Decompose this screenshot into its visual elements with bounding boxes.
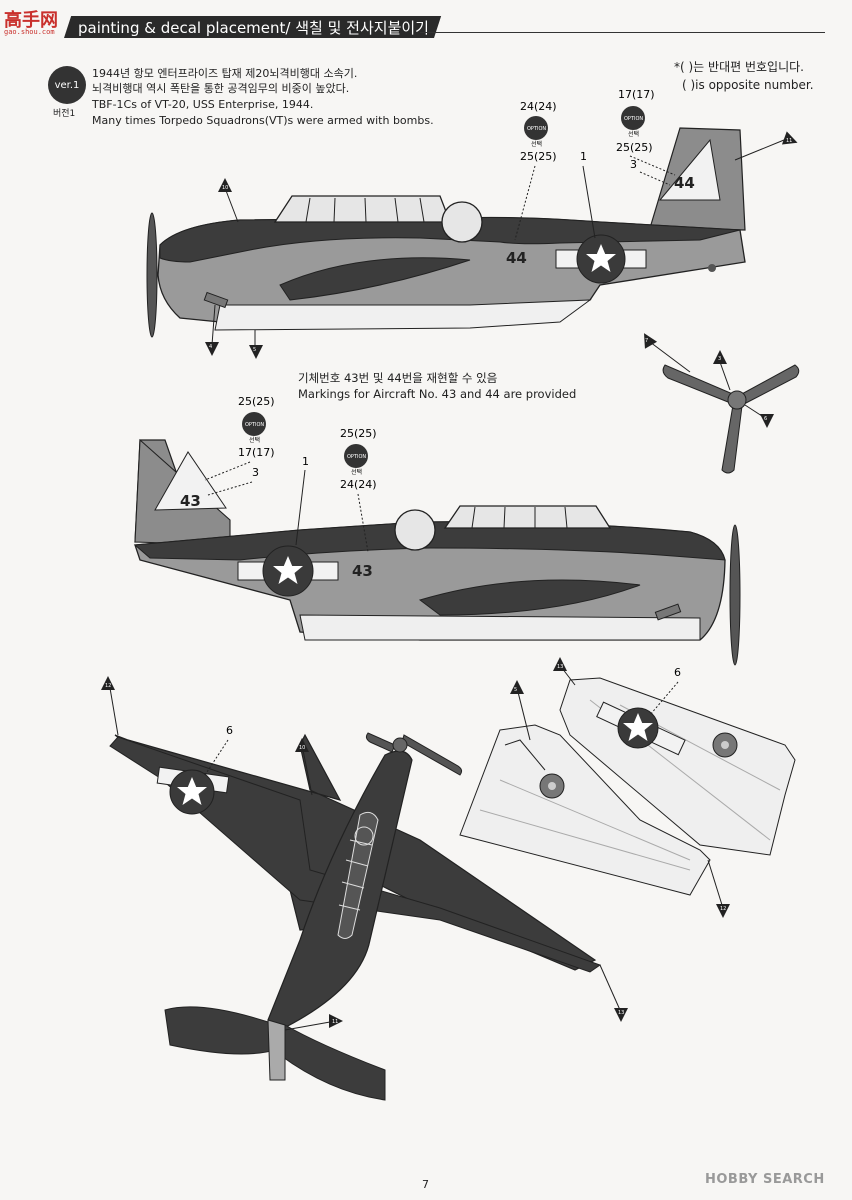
- option-badge-2: [621, 106, 645, 130]
- svg-text:선택: 선택: [249, 436, 260, 444]
- svg-text:선택: 선택: [628, 130, 639, 138]
- wing-underside-left: [459, 724, 711, 896]
- version-note-line-1: 1944년 항모 엔터프라이즈 탑재 제20뇌격비행대 소속기.: [92, 67, 358, 80]
- version-note-line-2: 뇌격비행대 역시 폭탄을 통한 공격임무의 비중이 높았다.: [92, 82, 350, 95]
- option-badge-4: [344, 444, 368, 468]
- opposite-number-note: *( )는 반대편 번호입니다. ( )is opposite number.: [674, 58, 814, 94]
- svg-text:11: 11: [332, 1019, 338, 1025]
- propeller-detail: 7 3 6: [637, 329, 800, 474]
- svg-text:3: 3: [718, 356, 721, 362]
- logo-text: 高手网: [4, 10, 58, 31]
- callout-25-mid: 25(25): [238, 395, 275, 408]
- top-callouts: 24(24) OPTION 선택 25(25) 1 17(17) OPTION …: [205, 88, 800, 359]
- top-tail-number: 44: [674, 174, 695, 192]
- wing-underside-right: [559, 677, 796, 856]
- option-badge-1: [524, 116, 548, 140]
- mid-callouts: 25(25) OPTION 선택 17(17) 3 1 25(25) OPTIO…: [204, 395, 377, 553]
- page-header: painting & decal placement/ 색칠 및 전사지붙이기: [0, 0, 852, 40]
- svg-text:11: 11: [786, 138, 792, 144]
- markings-note-line-1: 기체번호 43번 및 44번을 재현할 수 있음: [298, 371, 498, 385]
- opposite-note-line-1: *( )는 반대편 번호입니다.: [674, 60, 804, 74]
- callout-1-top: 1: [580, 150, 587, 163]
- svg-text:7: 7: [645, 338, 648, 344]
- svg-text:5: 5: [514, 687, 517, 693]
- callout-1-mid: 1: [302, 455, 309, 468]
- bottom-callouts: 12 6 10 5 13 6 12 13 11: [101, 657, 730, 1031]
- page-number: 7: [422, 1178, 429, 1191]
- aircraft-side-view-43: 43 43: [133, 438, 741, 666]
- top-fuselage-number: 44: [506, 249, 527, 267]
- callout-3-mid: 3: [252, 466, 259, 479]
- version-badge-label: 버전1: [53, 109, 76, 119]
- svg-text:OPTION: OPTION: [527, 126, 546, 132]
- callout-25b-top: 25(25): [616, 141, 653, 154]
- aircraft-top-view: [109, 732, 602, 1101]
- svg-text:5: 5: [253, 347, 256, 353]
- svg-text:4: 4: [209, 344, 212, 350]
- mid-fuselage-number: 43: [352, 562, 373, 580]
- header-rule: [420, 32, 825, 33]
- callout-25b-mid: 25(25): [340, 427, 377, 440]
- version-badge: ver.1: [48, 66, 86, 104]
- callout-6-bottom-right: 6: [674, 666, 681, 679]
- svg-text:10: 10: [299, 745, 305, 751]
- callout-17-mid: 17(17): [238, 446, 275, 459]
- svg-text:선택: 선택: [351, 468, 362, 476]
- svg-text:OPTION: OPTION: [624, 116, 643, 122]
- option-badge-3: [242, 412, 266, 436]
- markings-note-line-2: Markings for Aircraft No. 43 and 44 are …: [298, 387, 577, 401]
- callout-25-top: 25(25): [520, 150, 557, 163]
- version-note-line-3: TBF-1Cs of VT-20, USS Enterprise, 1944.: [92, 98, 314, 111]
- site-logo: 高手网 gao.shou.com: [4, 6, 74, 36]
- logo-url: gao.shou.com: [4, 28, 55, 36]
- watermark: HOBBY SEARCH: [705, 1172, 825, 1187]
- svg-text:선택: 선택: [531, 140, 542, 148]
- svg-text:13: 13: [618, 1010, 624, 1016]
- svg-text:OPTION: OPTION: [347, 454, 366, 460]
- opposite-note-line-2: ( )is opposite number.: [682, 78, 814, 92]
- mid-tail-number: 43: [180, 492, 201, 510]
- aircraft-side-view-44: 44 44: [146, 127, 746, 338]
- callout-3-top: 3: [630, 158, 637, 171]
- callout-24-top: 24(24): [520, 100, 557, 113]
- callout-17-top: 17(17): [618, 88, 655, 101]
- svg-text:12: 12: [105, 683, 111, 689]
- svg-text:OPTION: OPTION: [245, 422, 264, 428]
- svg-text:10: 10: [222, 185, 228, 191]
- callout-6-bottom-left: 6: [226, 724, 233, 737]
- svg-text:12: 12: [720, 906, 726, 912]
- page-title: painting & decal placement/ 색칠 및 전사지붙이기: [78, 19, 429, 37]
- version-note-line-4: Many times Torpedo Squadrons(VT)s were a…: [92, 114, 434, 127]
- callout-24-mid: 24(24): [340, 478, 377, 491]
- svg-text:13: 13: [557, 664, 563, 670]
- svg-text:6: 6: [764, 416, 767, 422]
